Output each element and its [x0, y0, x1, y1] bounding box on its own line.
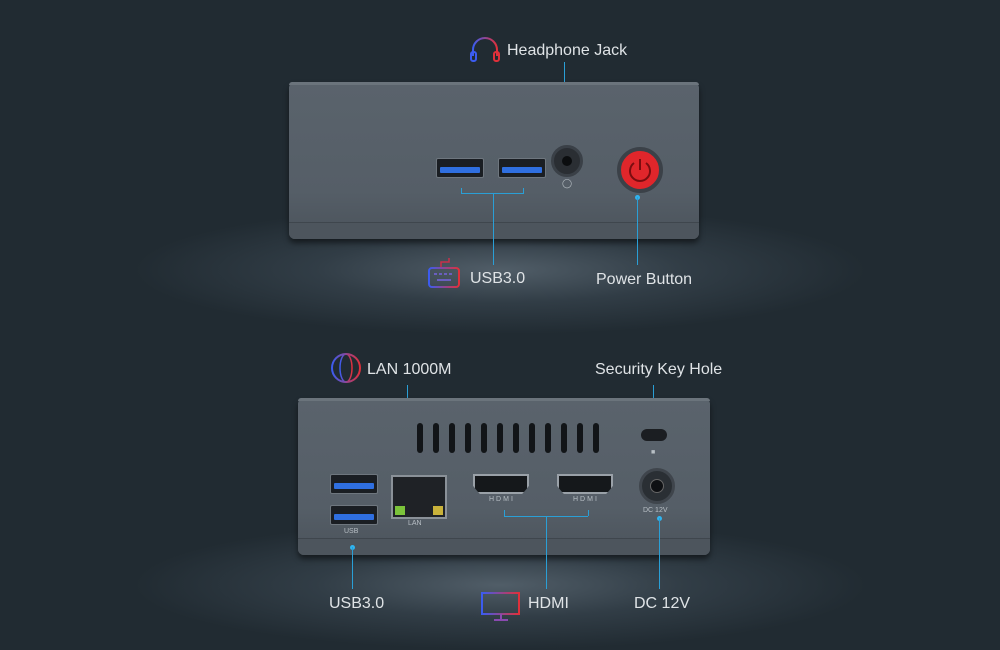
security-key-hole: [641, 429, 667, 441]
lan-label: LAN 1000M: [367, 361, 452, 378]
dc-power-port: [639, 468, 675, 504]
headphone-jack-port: [551, 145, 583, 177]
hdmi-label: HDMI: [528, 595, 569, 612]
device-rear-base: [298, 538, 710, 555]
hdmi-port-2: [557, 474, 613, 494]
hdmi-port-1-text: HDMI: [489, 496, 515, 503]
keyboard-icon: [428, 258, 460, 288]
dc-12v-label: DC 12V: [634, 595, 691, 612]
headphone-jack-label: Headphone Jack: [507, 42, 628, 59]
hdmi-port-2-text: HDMI: [573, 496, 599, 503]
usb-leader: [493, 193, 494, 265]
monitor-icon: [481, 592, 520, 621]
headphones-icon: [470, 37, 500, 62]
hdmi-leader: [546, 516, 547, 589]
globe-icon: [331, 353, 361, 383]
front-usb-label: USB3.0: [470, 270, 526, 287]
rear-usb-leader: [352, 547, 353, 589]
security-key-hole-label: Security Key Hole: [595, 361, 723, 378]
power-leader: [637, 197, 638, 265]
lan-port: [391, 475, 447, 519]
dc-leader: [659, 518, 660, 589]
lan-port-text: LAN: [408, 520, 422, 527]
hdmi-port-1: [473, 474, 529, 494]
headset-glyph: ◯: [562, 178, 573, 188]
rear-usb-port-2: [330, 505, 378, 525]
usb-port-text: USB: [344, 528, 359, 535]
usb-bracket: [461, 193, 523, 194]
rear-usb-port-1: [330, 474, 378, 494]
front-usb-port-2: [498, 158, 546, 178]
lock-glyph: ■: [651, 449, 656, 456]
power-button-label: Power Button: [596, 271, 693, 288]
rear-usb-label: USB3.0: [329, 595, 385, 612]
dc-port-text: DC 12V: [643, 507, 668, 514]
front-usb-port-1: [436, 158, 484, 178]
device-front-base: [289, 222, 699, 239]
power-button[interactable]: [617, 147, 663, 193]
power-icon: [629, 159, 651, 182]
